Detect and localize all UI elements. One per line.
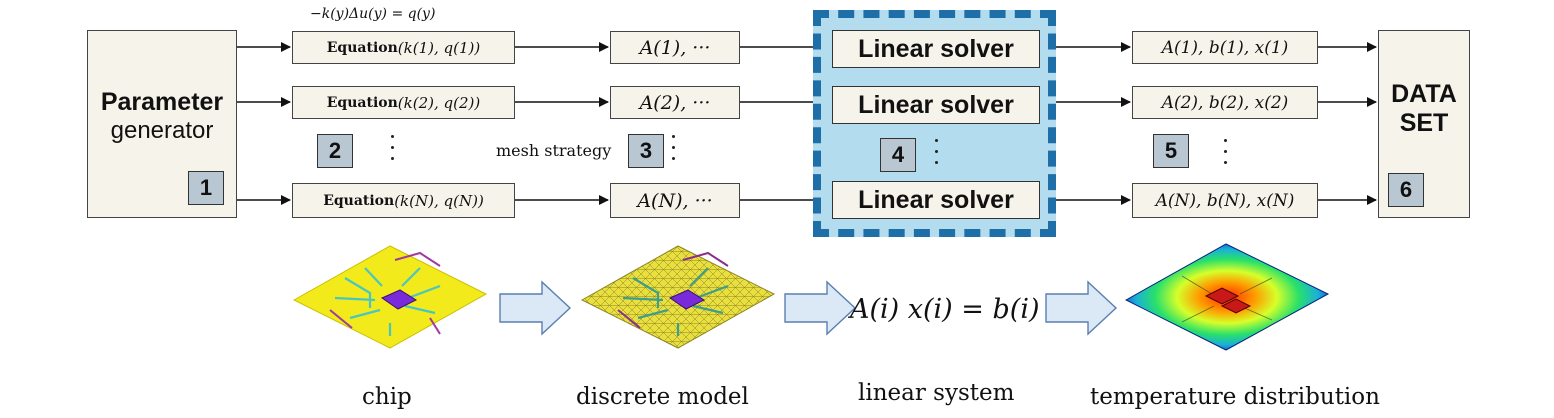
chip-illustration [292,245,488,349]
equation-box-N: Equation (k(N), q(N)) [292,183,515,218]
equation-args: (k(N), q(N)) [394,191,484,210]
step-badge-1: 1 [188,171,224,205]
output-box-2: A(2), b(2), x(2) [1132,86,1318,119]
equation-word: Equation [326,94,398,111]
output-box-1: A(1), b(1), x(1) [1132,31,1318,64]
discrete-model-illustration [580,245,776,349]
generator-title: Parameter [100,87,224,116]
mesh-strategy-label: mesh strategy [496,141,612,160]
pde-label: −k(y)Δu(y) = q(y) [310,6,436,22]
matrix-box-N: A(N), ··· [610,183,740,218]
step-badge-3: 3 [628,134,664,168]
linear-solver-box-N: Linear solver [832,181,1040,219]
label-discrete-model: discrete model [576,384,749,410]
vertical-ellipsis-icon [389,135,395,165]
dataset-line2: SET [1399,109,1449,137]
label-temperature-distribution: temperature distribution [1090,384,1380,410]
temperature-distribution-illustration [1124,243,1330,351]
vertical-ellipsis-icon [1222,139,1228,169]
step-badge-4: 4 [880,138,916,172]
block-arrow-icon [784,280,857,336]
dataset-line1: DATA [1391,80,1457,108]
vertical-ellipsis-icon [933,139,939,169]
block-arrow-icon [499,280,572,336]
vertical-ellipsis-icon [670,135,676,165]
block-arrow-icon [1045,280,1118,336]
linear-solver-box-1: Linear solver [832,30,1040,68]
equation-word: Equation [326,39,398,56]
generator-subtitle: generator [110,116,214,144]
label-linear-system: linear system [858,380,1015,406]
matrix-box-2: A(2), ··· [610,86,740,119]
equation-box-2: Equation (k(2), q(2)) [292,86,515,119]
linear-system-formula: A(i) x(i) = b(i) [850,294,1040,325]
equation-word: Equation [323,192,395,209]
output-box-N: A(N), b(N), x(N) [1132,183,1318,218]
label-chip: chip [362,384,412,410]
equation-args: (k(1), q(1)) [397,38,481,57]
step-badge-2: 2 [317,134,353,168]
step-badge-5: 5 [1153,134,1189,168]
equation-args: (k(2), q(2)) [397,93,481,112]
equation-box-1: Equation (k(1), q(1)) [292,31,515,64]
matrix-box-1: A(1), ··· [610,31,740,64]
step-badge-6: 6 [1388,173,1424,207]
linear-solver-box-2: Linear solver [832,86,1040,124]
